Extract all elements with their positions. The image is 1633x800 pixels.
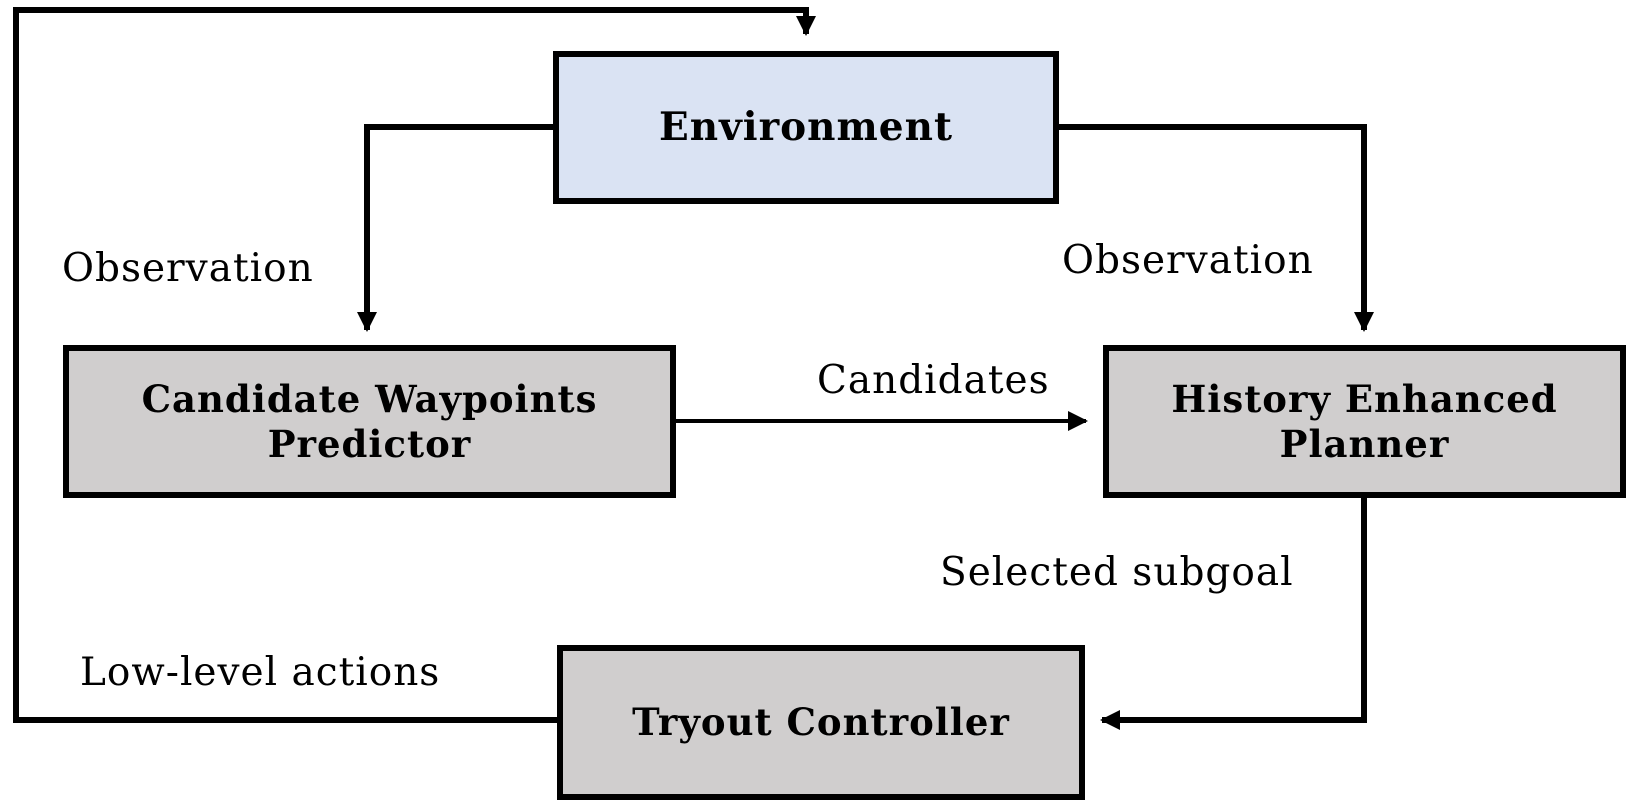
edge-env-to-planner [1059, 124, 1374, 332]
predictor-label-line1: Candidate Waypoints [141, 377, 598, 422]
edge-label-selected-subgoal: Selected subgoal [940, 550, 1294, 595]
candidate-waypoints-predictor-box: Candidate Waypoints Predictor [63, 345, 676, 498]
edge-controller-to-env [13, 7, 816, 723]
predictor-label: Candidate Waypoints Predictor [142, 377, 598, 466]
edge-label-low-level-actions: Low-level actions [80, 650, 441, 695]
controller-label: Tryout Controller [632, 700, 1010, 745]
environment-label: Environment [659, 104, 953, 151]
planner-label-line2: Planner [1279, 421, 1450, 466]
edge-label-observation-right: Observation [1062, 238, 1314, 283]
edge-label-candidates: Candidates [817, 358, 1050, 403]
planner-label-line1: History Enhanced [1171, 377, 1558, 422]
planner-label: History Enhanced Planner [1171, 377, 1557, 466]
edge-planner-to-controller [1100, 498, 1367, 730]
tryout-controller-box: Tryout Controller [557, 645, 1085, 800]
predictor-label-line2: Predictor [267, 421, 472, 466]
edge-env-to-predictor [357, 124, 553, 332]
environment-box: Environment [553, 51, 1059, 204]
edge-label-observation-left: Observation [62, 246, 314, 291]
history-enhanced-planner-box: History Enhanced Planner [1103, 345, 1626, 498]
